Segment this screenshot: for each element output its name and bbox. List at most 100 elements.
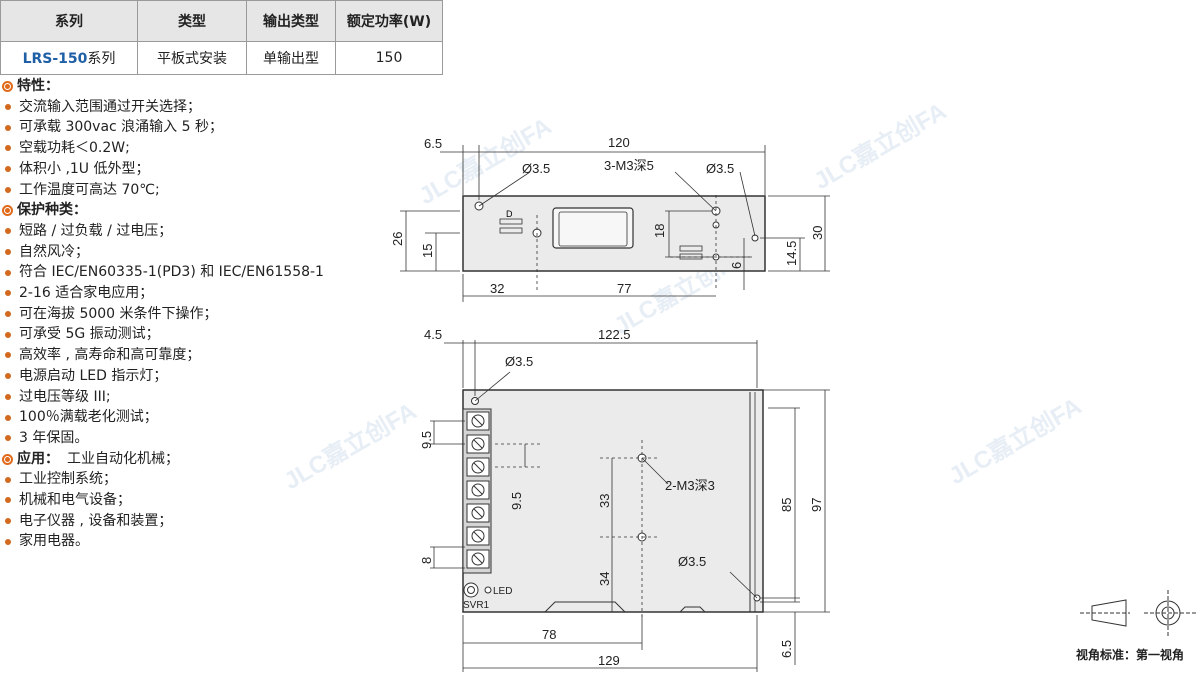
dim-label: 6.5 xyxy=(779,640,794,658)
top-view: 4.5 122.5 Ø3.5 9.5 9.5 33 34 8 2-M3深3 Ø3… xyxy=(419,327,830,672)
bullet-icon xyxy=(5,311,11,318)
section-bullet-icon xyxy=(2,80,13,92)
list-item-text: 工作温度可高达 70℃; xyxy=(19,181,160,198)
spec-table: 系列 类型 输出类型 额定功率(W) LRS-150系列 平板式安装 单输出型 … xyxy=(0,0,443,75)
top-view-bottom-notch xyxy=(679,606,706,613)
dim-label: 77 xyxy=(617,281,631,296)
dim-label: 30 xyxy=(810,226,825,240)
bullet-icon xyxy=(5,269,11,276)
side-view-window xyxy=(552,207,634,249)
list-item-text: 机械和电气设备； xyxy=(19,492,131,509)
list-item: 空载功耗＜0.2W; xyxy=(0,138,420,159)
projection-symbol xyxy=(1080,590,1196,636)
led-label: LED xyxy=(493,586,512,597)
section-features: 特性： xyxy=(0,76,420,97)
list-item: 3 年保固。 xyxy=(0,428,420,449)
list-item-text: 工业控制系统； xyxy=(19,471,117,488)
list-item: 100％满载老化测试； xyxy=(0,407,420,428)
dim-label: 9.5 xyxy=(419,431,434,449)
header-series: 系列 xyxy=(0,0,138,42)
list-item: 体积小 ,1U 低外型； xyxy=(0,159,420,180)
bullet-icon xyxy=(5,414,11,421)
section-protection: 保护种类： xyxy=(0,200,420,221)
dim-label: 78 xyxy=(542,627,556,642)
list-item: 可在海拔 5000 米条件下操作； xyxy=(0,304,420,325)
cell-type: 平板式安装 xyxy=(137,41,247,75)
side-view: D 6.5 120 Ø3.5 3-M3深5 Ø3.5 26 xyxy=(390,135,830,302)
bullet-icon xyxy=(5,476,11,483)
top-view-body xyxy=(462,389,764,613)
list-item-text: 3 年保固。 xyxy=(19,429,89,446)
spec-header-row: 系列 类型 输出类型 额定功率(W) xyxy=(0,0,443,42)
bullet-icon xyxy=(5,186,11,193)
bullet-icon xyxy=(5,290,11,297)
watermark-text: JLC嘉立创FA xyxy=(279,397,421,495)
section-applications: 应用： 工业自动化机械； xyxy=(0,449,420,470)
list-item-text: 体积小 ,1U 低外型； xyxy=(19,160,150,177)
dim-label: 85 xyxy=(779,498,794,512)
list-item-text: 电源启动 LED 指示灯； xyxy=(19,367,168,384)
dim-label: 120 xyxy=(608,135,630,150)
list-item-text: 符合 IEC/EN60335-1(PD3) 和 IEC/EN61558-1 xyxy=(19,264,324,281)
list-item: 2-16 适合家电应用； xyxy=(0,283,420,304)
bullet-icon xyxy=(5,145,11,152)
bullet-icon xyxy=(5,228,11,235)
section-title: 保护种类： xyxy=(17,202,87,219)
list-item-text: 高效率 , 高寿命和高可靠度； xyxy=(19,347,201,364)
list-item-text: 可承受 5G 振动测试； xyxy=(19,326,160,343)
watermark-text: JLC嘉立创FA xyxy=(944,392,1086,490)
list-item: 工作温度可高达 70℃; xyxy=(0,180,420,201)
list-item-text: 空载功耗＜0.2W; xyxy=(19,140,130,157)
thread-label: 2-M3深3 xyxy=(665,478,715,493)
list-item: 工业控制系统； xyxy=(0,469,420,490)
list-item-text: 短路 / 过负载 / 过电压； xyxy=(19,222,173,239)
terminal-screws xyxy=(466,411,490,569)
dim-label: 18 xyxy=(652,224,667,238)
application-first: 工业自动化机械； xyxy=(67,450,179,467)
bullet-icon xyxy=(5,352,11,359)
section-title: 应用： xyxy=(17,450,59,467)
list-item-text: 2-16 适合家电应用； xyxy=(19,285,154,302)
svr-label: SVR1 xyxy=(463,600,490,611)
side-view-slot xyxy=(679,245,703,252)
hole-label: Ø3.5 xyxy=(505,354,533,369)
section-bullet-icon xyxy=(2,205,13,217)
hole-label: Ø3.5 xyxy=(678,554,706,569)
list-item-text: 可在海拔 5000 米条件下操作； xyxy=(19,305,218,322)
bullet-icon xyxy=(5,435,11,442)
list-item: 家用电器。 xyxy=(0,531,420,552)
bullet-icon xyxy=(5,124,11,131)
side-view-slot xyxy=(499,227,523,234)
list-item-text: 可承载 300vac 浪涌输入 5 秒； xyxy=(19,119,223,136)
dim-label: 32 xyxy=(490,281,504,296)
side-view-slot xyxy=(679,253,703,260)
cell-power: 150 xyxy=(335,41,443,75)
header-power: 额定功率(W) xyxy=(335,0,443,42)
bullet-icon xyxy=(5,518,11,525)
dim-label: 6 xyxy=(729,262,744,269)
side-view-window-inner xyxy=(558,211,628,247)
list-item: 电源启动 LED 指示灯； xyxy=(0,366,420,387)
spec-data-row: LRS-150系列 平板式安装 单输出型 150 xyxy=(0,41,443,75)
watermark-text: JLC嘉立创FA xyxy=(809,97,951,195)
top-view-bottom-notch xyxy=(544,601,626,613)
section-bullet-icon xyxy=(2,453,13,465)
series-suffix: 系列 xyxy=(87,51,116,67)
series-model[interactable]: LRS-150 xyxy=(22,51,88,67)
list-item-text: 电子仪器 , 设备和装置； xyxy=(19,512,173,529)
dim-label: 129 xyxy=(598,653,620,668)
list-item: 高效率 , 高寿命和高可靠度； xyxy=(0,345,420,366)
dim-label: 97 xyxy=(809,498,824,512)
bullet-icon xyxy=(5,248,11,255)
list-item: 符合 IEC/EN60335-1(PD3) 和 IEC/EN61558-1 xyxy=(0,262,420,283)
list-item: 电子仪器 , 设备和装置； xyxy=(0,511,420,532)
bullet-icon xyxy=(5,166,11,173)
list-item-text: 自然风冷； xyxy=(19,243,89,260)
list-item: 短路 / 过负载 / 过电压； xyxy=(0,221,420,242)
dim-label: 34 xyxy=(597,572,612,586)
bullet-icon xyxy=(5,393,11,400)
hole-label: Ø3.5 xyxy=(522,161,550,176)
list-item: 交流输入范围通过开关选择； xyxy=(0,97,420,118)
projection-label: 视角标准：第一视角 xyxy=(1076,647,1184,662)
